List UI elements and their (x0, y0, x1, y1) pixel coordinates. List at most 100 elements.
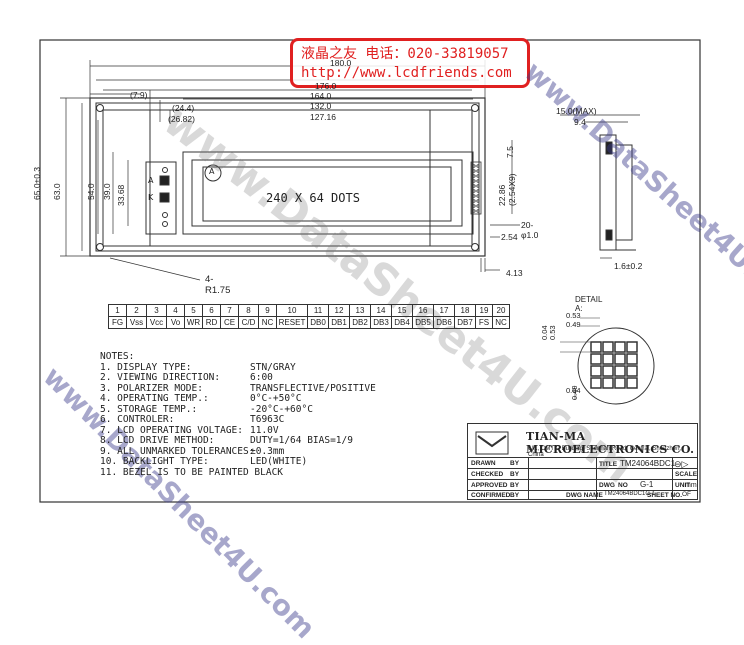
note-key: 6. CONTROLER: (100, 414, 175, 425)
pin-number: 1 (108, 304, 127, 317)
detail-dim-1: 0.53 (566, 311, 581, 320)
note-value: DUTY=1/64 BIAS=1/9 (250, 435, 353, 446)
note-item: 8. LCD DRIVE METHOD: DUTY=1/64 BIAS=1/9 (100, 435, 376, 447)
pin-number: 13 (349, 304, 371, 317)
note-item: 11. BEZEL IS TO BE PAINTED BLACK (100, 466, 376, 479)
drawn-label: DRAWN (471, 460, 496, 467)
note-key: 1. DISPLAY TYPE: (100, 361, 192, 373)
side-view (560, 114, 640, 259)
pin-number: 16 (412, 304, 434, 317)
note-value: STN/GRAY (250, 361, 296, 373)
pin-number: 4 (166, 304, 185, 317)
pin-name: FG (108, 316, 127, 329)
note-item: 5. STORAGE TEMP.:-20°C-+60°C (100, 404, 376, 416)
pin-number: 9 (258, 304, 277, 317)
pin-name: CE (220, 316, 239, 329)
pin-name: DB5 (412, 316, 434, 329)
dim-top-164: 164.0 (310, 91, 332, 101)
dim-v-65: 65.0±0.3 (32, 166, 42, 200)
dim-right-4-13: 4.13 (506, 268, 523, 278)
sheet-value: OF (682, 491, 692, 498)
note-value: 0°C-+50°C (250, 393, 302, 404)
note-key: 11. BEZEL IS TO BE PAINTED BLACK (100, 466, 284, 478)
pin-name: NC (492, 316, 510, 329)
note-item: 2. VIEWING DIRECTION: 6:00 (100, 372, 376, 384)
pin-number: 11 (307, 304, 329, 317)
dim-left-26-82: (26.82) (168, 114, 195, 124)
unit-value: mm (685, 482, 697, 489)
dim-pin-holes: 20-φ1.0 (521, 220, 539, 240)
dim-v-7-5: 7.5 (505, 146, 515, 158)
pin-assignment-table: 1 2 3 4 5 6 7 8 9 10 11 12 13 14 15 16 1… (108, 304, 510, 329)
pin-number: 6 (202, 304, 221, 317)
dim-v-63: 63.0 (52, 183, 62, 200)
dim-side-1-6: 1.6±0.2 (614, 261, 643, 271)
note-value: ±0.3mm (250, 445, 285, 457)
checked-by-label: BY (510, 471, 520, 478)
detail-a-marker: A (209, 167, 215, 176)
pin-name: DB7 (454, 316, 476, 329)
company-address: 6/F., CMTIC Building, Shennan Road, Cent… (528, 446, 682, 458)
pin-name: RD (202, 316, 221, 329)
display-dots-label: 240 X 64 DOTS (266, 191, 360, 205)
pin-name: WR (184, 316, 203, 329)
dim-side-9-4: 9.4 (574, 117, 586, 127)
pin-number: 20 (492, 304, 510, 317)
dwg-name-value: TM24064BDC1G-1 (604, 491, 656, 497)
pin-number: 8 (238, 304, 259, 317)
detail-dim-6: 0.04 (566, 386, 581, 395)
note-value: TRANSFLECTIVE/POSITIVE (250, 382, 376, 394)
dim-v-39: 39.0 (102, 183, 112, 200)
note-key: 2. VIEWING DIRECTION: (100, 372, 221, 383)
note-value: 6:00 (250, 372, 273, 383)
notes-title: NOTES: (100, 351, 135, 362)
pin-number: 2 (126, 304, 147, 317)
note-item: 6. CONTROLER: T6963C (100, 414, 376, 426)
drawn-by-label: BY (510, 460, 520, 467)
pin-number: 12 (328, 304, 350, 317)
pin-name: RESET (276, 316, 308, 329)
detail-dim-2: 0.49 (566, 320, 581, 329)
dim-v-54: 54.0 (86, 183, 96, 200)
pin-name: DB3 (370, 316, 392, 329)
pin-name: DB2 (349, 316, 371, 329)
pin-name: Vo (166, 316, 185, 329)
notes-block: NOTES: 1. DISPLAY TYPE: STN/GRAY 2. VIEWI… (100, 351, 376, 479)
note-key: 9. ALL UNMARKED TOLERANCES: (100, 445, 255, 457)
note-key: 10. BACKLIGHT TYPE: (100, 456, 209, 467)
checked-label: CHECKED (471, 471, 504, 478)
contact-banner: 液晶之友 电话：020-33819057 http://www.lcdfrien… (290, 38, 530, 88)
approved-label: APPROVED (471, 482, 508, 489)
pin-name: Vss (126, 316, 147, 329)
right-dimensions (109, 140, 520, 281)
title-value: TM24064BDC1 (620, 459, 676, 468)
note-item: 9. ALL UNMARKED TOLERANCES:±0.3mm (100, 445, 376, 458)
note-value: 11.0V (250, 424, 279, 436)
technical-drawing (39, 39, 701, 503)
pin-number: 18 (454, 304, 476, 317)
dim-v-33-68: 33.68 (116, 184, 126, 206)
divider (672, 457, 673, 499)
pin-number: 15 (391, 304, 413, 317)
note-key: 7. LCD OPERATING VOLTAGE: (100, 424, 243, 436)
note-key: 8. LCD DRIVE METHOD: (100, 435, 215, 446)
dwg-no-label: NO (618, 482, 628, 489)
pin-number: 17 (433, 304, 455, 317)
pin-name-row: FG Vss Vcc Vo WR RD CE C/D NC RESET DB0 … (108, 316, 510, 329)
dim-left-7-9: (7.9) (130, 90, 148, 100)
dwg-name-label: DWG NAME (566, 492, 603, 499)
dim-v-2-54x9: (2.54X9) (507, 173, 517, 206)
pin-name: DB1 (328, 316, 350, 329)
led-anode-label: A (148, 176, 154, 185)
confirmed-label: CONFIRMED (471, 492, 511, 499)
pin-name: DB4 (391, 316, 413, 329)
banner-url-link[interactable]: http://www.lcdfriends.com (301, 65, 512, 81)
pin-name: C/D (238, 316, 259, 329)
detail-a-view (560, 317, 655, 405)
dim-top-176: 176.0 (315, 81, 337, 91)
dim-radius: 4-R1.75 (205, 274, 231, 296)
note-item: 4. OPERATING TEMP.:0°C-+50°C (100, 393, 376, 405)
dwg-label: DWG (599, 482, 615, 489)
note-value: T6963C (250, 414, 285, 425)
sheet-label: SHEET NO. (647, 492, 683, 499)
